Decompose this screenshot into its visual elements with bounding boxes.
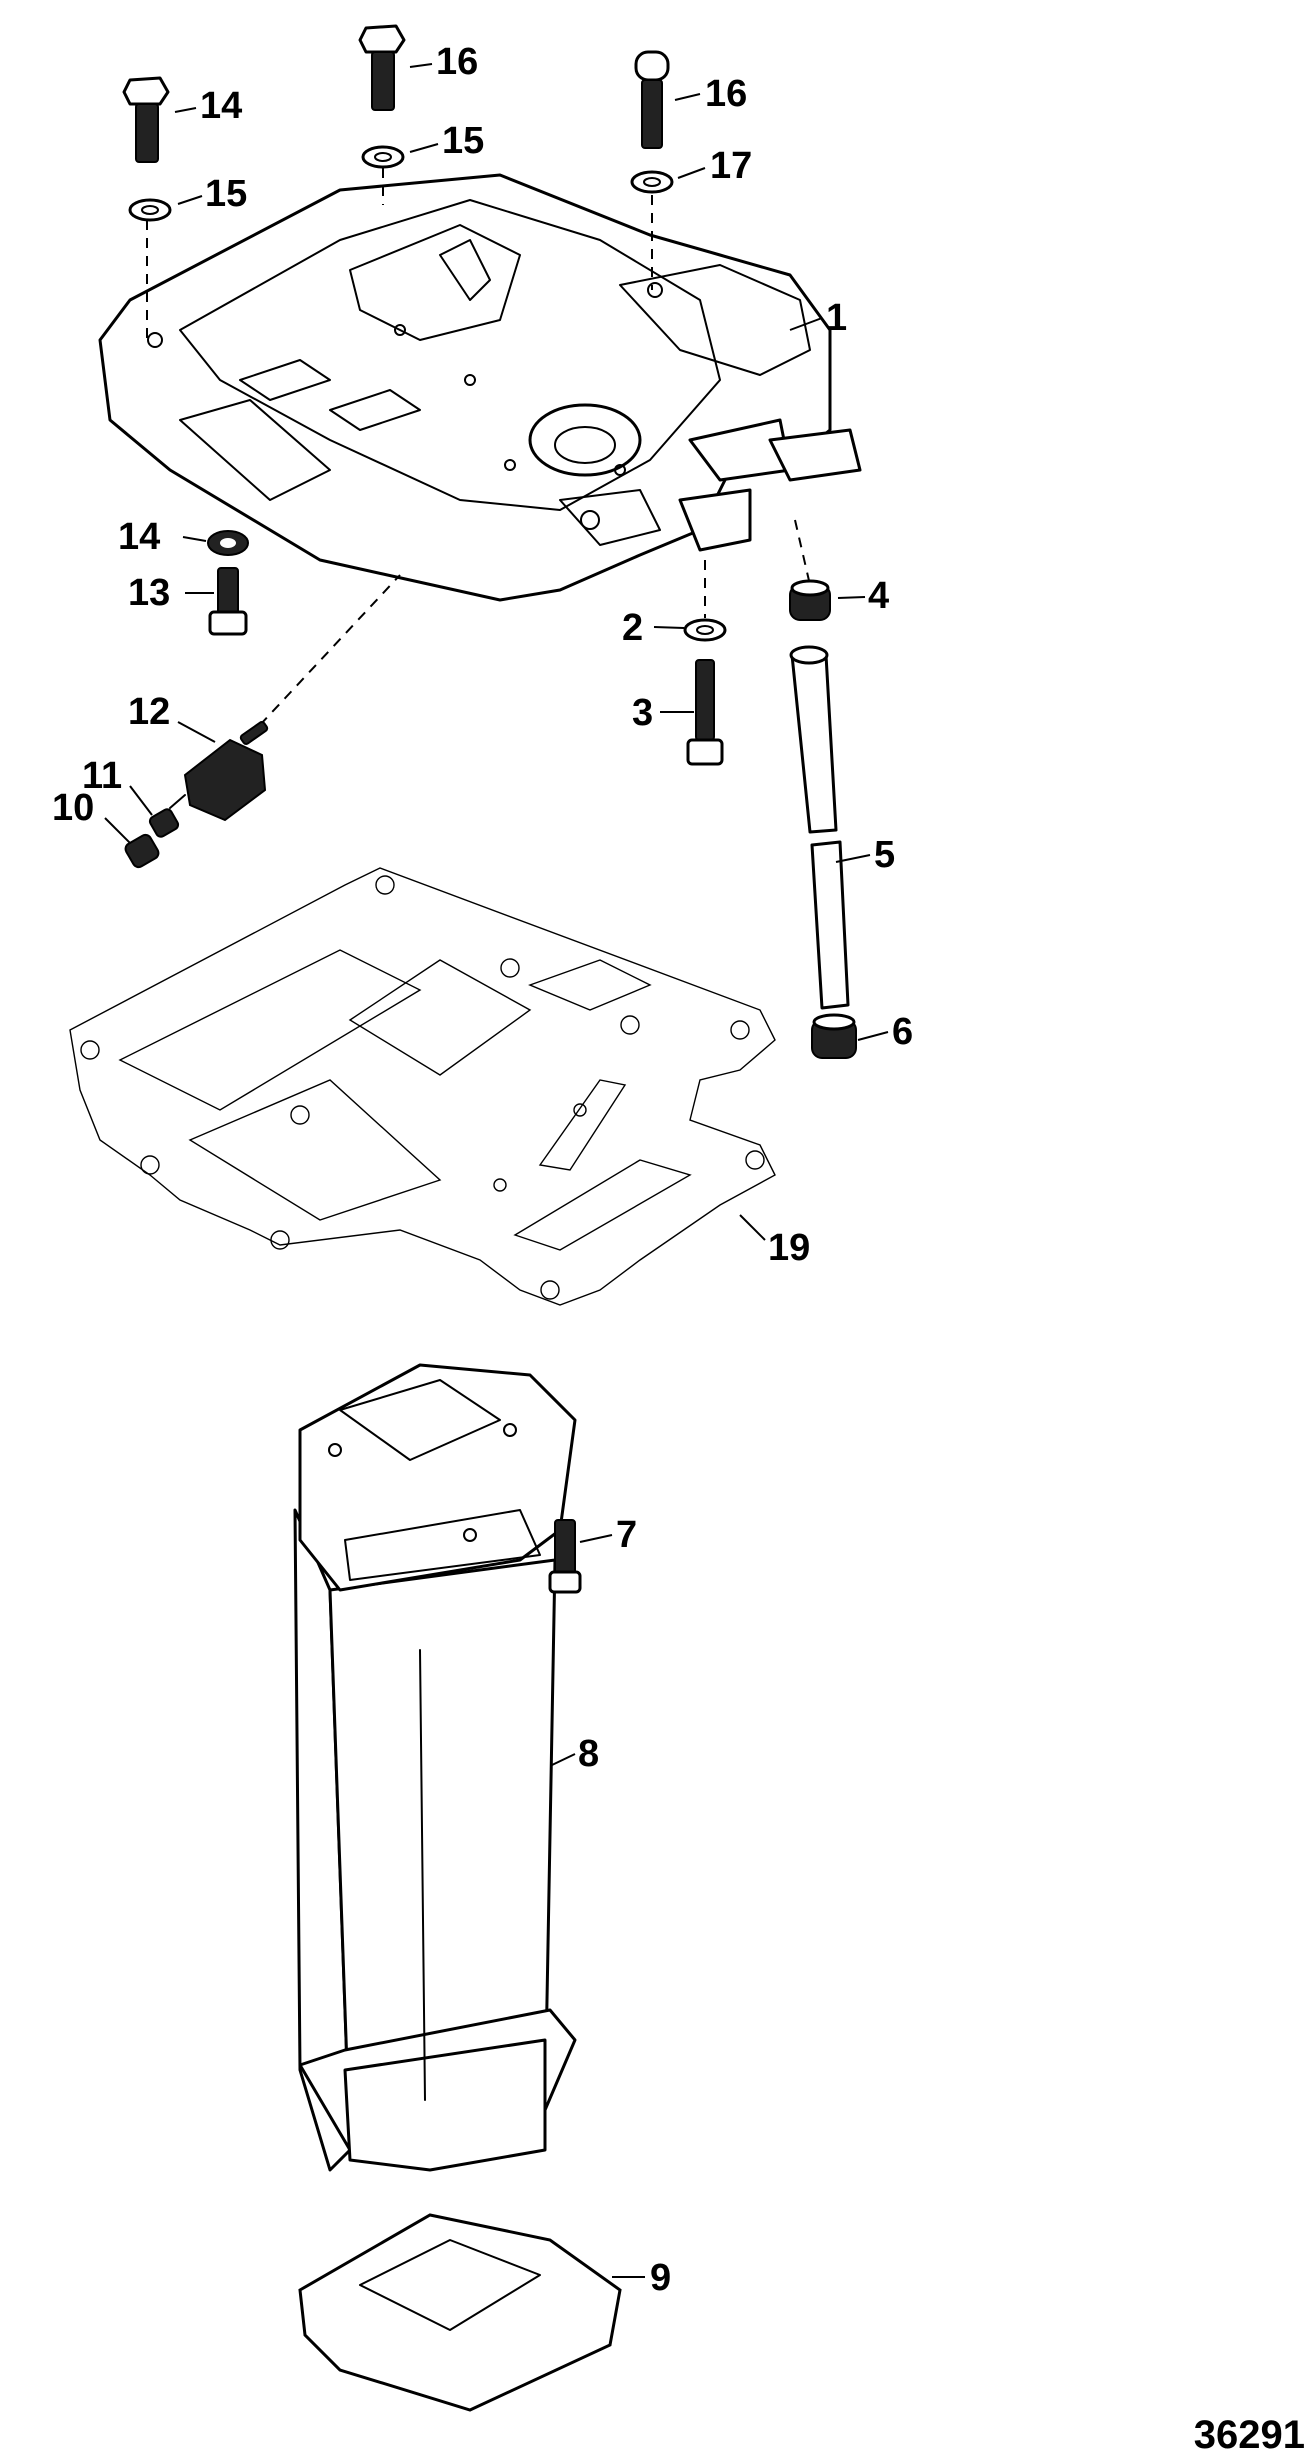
gasket-19 <box>69 867 776 1306</box>
washer-14 <box>207 530 249 556</box>
callout-11: 11 <box>82 755 122 797</box>
screw-13 <box>208 567 248 636</box>
callout-14: 14 <box>118 516 160 558</box>
washer-15-middle <box>361 145 405 169</box>
screw-7 <box>548 1519 582 1594</box>
adapter-plate <box>98 173 862 602</box>
seal-9 <box>298 2213 622 2412</box>
callout-labels: 14 15 16 15 16 17 1 14 13 2 3 4 5 6 12 1… <box>52 41 913 2299</box>
callout-17: 16 <box>705 73 747 115</box>
callout-15-left: 15 <box>205 173 247 215</box>
callout-7: 7 <box>616 1514 637 1556</box>
nut-11 <box>148 808 180 838</box>
screw-3 <box>686 659 724 766</box>
figure-id: 36291 <box>1194 2413 1305 2455</box>
callout-8: 8 <box>578 1733 599 1775</box>
callout-18: 17 <box>710 145 752 187</box>
screw-17 <box>634 50 670 290</box>
callout-15-middle: 15 <box>442 120 484 162</box>
mount-12 <box>169 721 269 822</box>
callout-1: 1 <box>826 297 847 339</box>
washer-2 <box>683 618 727 642</box>
screw-16-left <box>122 76 170 345</box>
seal-6 <box>811 1013 857 1059</box>
callout-16-left: 14 <box>200 85 242 127</box>
tube-5 <box>789 645 850 1010</box>
callout-10: 10 <box>52 787 94 829</box>
callout-19: 19 <box>768 1227 810 1269</box>
seal-4 <box>789 579 831 621</box>
callout-12: 12 <box>128 691 170 733</box>
callout-5: 5 <box>874 834 895 876</box>
screw-16-middle <box>358 24 406 205</box>
washer-15-left <box>128 198 172 222</box>
exhaust-tube-8 <box>293 1363 577 2172</box>
callout-9: 9 <box>650 2257 671 2299</box>
nut-10 <box>124 833 160 869</box>
washer-18 <box>630 170 674 194</box>
callout-4: 4 <box>868 575 889 617</box>
callout-13: 13 <box>128 572 170 614</box>
callout-6: 6 <box>892 1011 913 1053</box>
callout-2: 2 <box>622 607 643 649</box>
callout-3: 3 <box>632 692 653 734</box>
leader-lines <box>104 63 889 2278</box>
callout-16-middle: 16 <box>436 41 478 83</box>
